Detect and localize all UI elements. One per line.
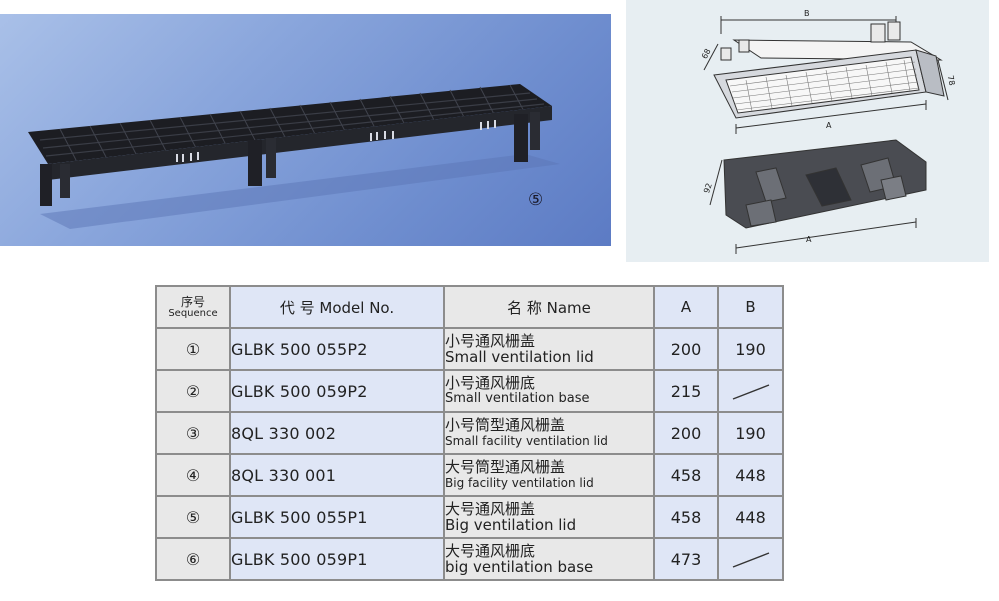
table-row: ② GLBK 500 059P2 小号通风栅底 Small ventilatio… xyxy=(155,369,784,413)
header-sequence: 序号 Sequence xyxy=(155,285,231,329)
row-b-not-applicable xyxy=(717,537,784,581)
header-sequence-en: Sequence xyxy=(168,307,218,319)
row-a: 458 xyxy=(653,453,719,497)
row-model: GLBK 500 055P2 xyxy=(229,327,445,371)
row-b: 448 xyxy=(717,495,784,539)
row-model: 8QL 330 001 xyxy=(229,453,445,497)
not-applicable-slash-icon xyxy=(732,552,769,568)
row-name-en: big ventilation base xyxy=(445,558,594,576)
row-name-zh: 小号筒型通风栅盖 xyxy=(445,416,566,434)
row-name-zh: 大号通风栅盖 xyxy=(445,500,536,518)
row-sequence: ② xyxy=(155,369,231,413)
row-b: 190 xyxy=(717,327,784,371)
row-a: 200 xyxy=(653,411,719,455)
header-a: A xyxy=(653,285,719,329)
dim-a-top: A xyxy=(826,121,832,130)
row-name-zh: 小号通风栅盖 xyxy=(445,332,536,350)
table-row: ① GLBK 500 055P2 小号通风栅盖 Small ventilatio… xyxy=(155,327,784,371)
row-b: 448 xyxy=(717,453,784,497)
dimension-diagram: B 68 78 A 92 A xyxy=(700,9,957,254)
row-name: 小号通风栅盖 Small ventilation lid xyxy=(443,327,655,371)
row-a: 215 xyxy=(653,369,719,413)
table-row: ③ 8QL 330 002 小号筒型通风栅盖 Small facility ve… xyxy=(155,411,784,455)
dim-92: 92 xyxy=(702,182,714,194)
row-b-not-applicable xyxy=(717,369,784,413)
row-sequence: ⑤ xyxy=(155,495,231,539)
row-name: 大号筒型通风栅盖 Big facility ventilation lid xyxy=(443,453,655,497)
header-name: 名 称 Name xyxy=(443,285,655,329)
row-name: 小号通风栅底 Small ventilation base xyxy=(443,369,655,413)
product-photo: ⑤ xyxy=(0,14,611,246)
row-name-zh: 大号通风栅底 xyxy=(445,542,536,560)
header-model: 代 号 Model No. xyxy=(229,285,445,329)
spec-table: 序号 Sequence 代 号 Model No. 名 称 Name A B ①… xyxy=(155,285,784,581)
row-name-en: Small ventilation base xyxy=(445,391,590,406)
row-model: GLBK 500 055P1 xyxy=(229,495,445,539)
ventilation-lid-illustration xyxy=(28,84,560,229)
dim-a-bottom: A xyxy=(806,235,812,244)
row-sequence: ① xyxy=(155,327,231,371)
row-model: GLBK 500 059P1 xyxy=(229,537,445,581)
row-name-zh: 大号筒型通风栅盖 xyxy=(445,458,566,476)
header-b: B xyxy=(717,285,784,329)
row-name-en: Big ventilation lid xyxy=(445,516,577,534)
row-name: 大号通风栅盖 Big ventilation lid xyxy=(443,495,655,539)
row-name-en: Big facility ventilation lid xyxy=(445,476,594,490)
row-a: 200 xyxy=(653,327,719,371)
not-applicable-slash-icon xyxy=(732,384,769,400)
row-sequence: ④ xyxy=(155,453,231,497)
row-a: 473 xyxy=(653,537,719,581)
row-model: GLBK 500 059P2 xyxy=(229,369,445,413)
row-sequence: ③ xyxy=(155,411,231,455)
row-name: 大号通风栅底 big ventilation base xyxy=(443,537,655,581)
row-a: 458 xyxy=(653,495,719,539)
table-row: ⑥ GLBK 500 059P1 大号通风栅底 big ventilation … xyxy=(155,537,784,581)
row-model: 8QL 330 002 xyxy=(229,411,445,455)
table-header-row: 序号 Sequence 代 号 Model No. 名 称 Name A B xyxy=(155,285,784,329)
dim-68: 68 xyxy=(700,47,713,60)
table-row: ④ 8QL 330 001 大号筒型通风栅盖 Big facility vent… xyxy=(155,453,784,497)
row-name-en: Small facility ventilation lid xyxy=(445,434,608,448)
table-row: ⑤ GLBK 500 055P1 大号通风栅盖 Big ventilation … xyxy=(155,495,784,539)
dim-b-top: B xyxy=(804,9,810,18)
row-sequence: ⑥ xyxy=(155,537,231,581)
row-name-en: Small ventilation lid xyxy=(445,348,594,366)
row-b: 190 xyxy=(717,411,784,455)
item-number-marker: ⑤ xyxy=(528,190,544,210)
dim-78: 78 xyxy=(946,75,957,87)
row-name-zh: 小号通风栅底 xyxy=(445,374,536,392)
header-sequence-zh: 序号 xyxy=(180,294,205,309)
technical-drawing: B 68 78 A 92 A xyxy=(626,0,989,262)
row-name: 小号筒型通风栅盖 Small facility ventilation lid xyxy=(443,411,655,455)
